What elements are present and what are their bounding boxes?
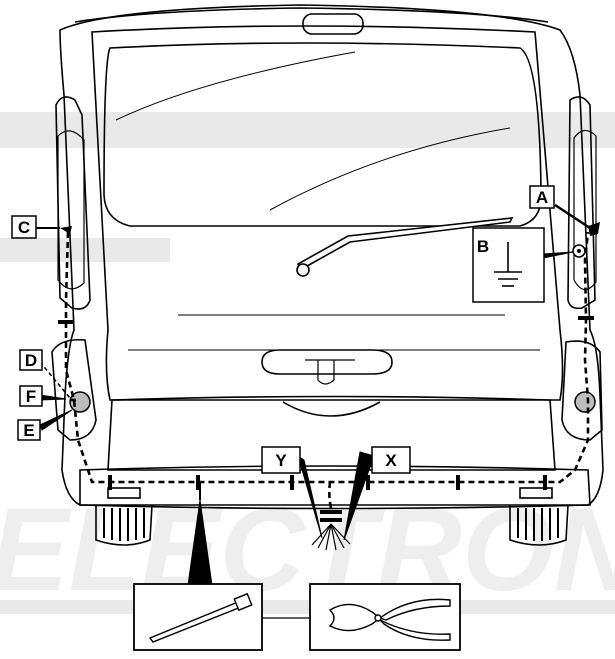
wheel-treads xyxy=(103,508,559,541)
left-taillight-lens xyxy=(57,130,85,290)
plate-recess xyxy=(107,395,556,471)
side-cutter-pliers-icon xyxy=(328,598,451,641)
ground-point-center xyxy=(577,249,581,253)
label-E: E xyxy=(17,419,41,441)
harness-main xyxy=(64,231,590,484)
handle-grip xyxy=(305,359,355,385)
cable-tie-icon xyxy=(148,592,253,643)
lamp-sockets xyxy=(69,391,596,413)
svg-text:C: C xyxy=(18,218,30,237)
watermark-text: ELECTRONIC xyxy=(0,484,615,616)
right-wheel xyxy=(509,504,569,546)
door-panel xyxy=(91,25,564,401)
leader-Y xyxy=(297,454,323,539)
door-handle xyxy=(261,349,393,375)
right-taillight-upper xyxy=(567,96,596,310)
svg-text:D: D xyxy=(25,351,37,370)
svg-text:A: A xyxy=(536,188,548,207)
wire-ends xyxy=(311,523,351,551)
window-reflection-2 xyxy=(269,127,511,211)
ground-box xyxy=(472,227,545,303)
van-outline xyxy=(59,4,604,506)
left-taillight-lower xyxy=(51,338,97,441)
label-C: C xyxy=(11,215,37,239)
right-reflector xyxy=(519,487,553,499)
label-A: A xyxy=(529,185,555,209)
watermark-band-mid xyxy=(0,238,170,262)
leader-A xyxy=(554,203,591,230)
right-lamp-socket xyxy=(574,391,596,413)
svg-text:X: X xyxy=(385,451,397,470)
watermark: ELECTRONIC xyxy=(0,112,615,616)
tools xyxy=(133,583,461,651)
svg-text:F: F xyxy=(26,387,36,406)
svg-text:Y: Y xyxy=(275,451,287,470)
right-taillight-lens xyxy=(573,129,597,291)
svg-text:B: B xyxy=(477,237,489,256)
left-reflector xyxy=(107,487,141,499)
label-D: D xyxy=(19,349,43,371)
connector-C-head xyxy=(60,226,72,234)
van-body xyxy=(51,4,604,546)
label-X: X xyxy=(371,446,411,474)
right-taillight-lower xyxy=(561,340,603,441)
left-wheel xyxy=(95,504,153,546)
label-Y: Y xyxy=(261,446,301,474)
connectors xyxy=(58,316,594,522)
label-F: F xyxy=(19,385,43,407)
wiper-pivot xyxy=(296,263,310,277)
left-taillight-upper xyxy=(55,96,91,310)
watermark-band-top xyxy=(0,112,615,148)
bumper xyxy=(79,465,591,510)
label-B: B xyxy=(477,237,489,256)
roof-line xyxy=(74,7,549,23)
brake-light xyxy=(302,13,364,35)
leader-F xyxy=(39,394,67,401)
harness-drop xyxy=(328,481,334,513)
wiring-harness xyxy=(64,231,590,513)
leader-D xyxy=(39,361,71,399)
wiper-arm xyxy=(297,217,514,272)
svg-text:E: E xyxy=(23,421,34,440)
leader-E xyxy=(39,409,73,431)
plate-recess-arc xyxy=(282,401,381,417)
connector-A-head xyxy=(588,222,600,236)
window-reflection-1 xyxy=(115,51,356,121)
leader-X xyxy=(343,451,375,541)
ground-symbol-icon xyxy=(494,242,522,287)
left-lamp-socket xyxy=(69,391,91,413)
